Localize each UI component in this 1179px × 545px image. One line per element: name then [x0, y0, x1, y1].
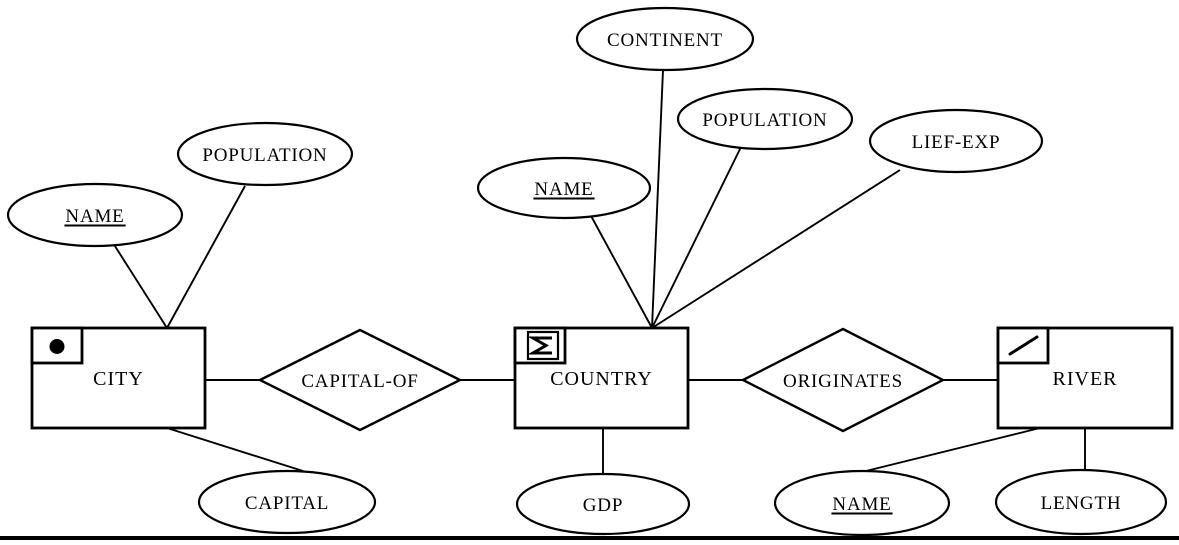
- attribute-label: POPULATION: [702, 110, 827, 131]
- entity-city: CITY: [30, 326, 207, 430]
- attribute-label: GDP: [583, 495, 623, 516]
- edge-city-name-city: [112, 242, 168, 329]
- attribute-label: NAME: [534, 179, 593, 200]
- attribute-ellipse: [515, 472, 691, 536]
- edge-lief-exp-country: [651, 169, 901, 329]
- relationship-originates: ORIGINATES: [740, 327, 946, 433]
- attribute-capital: CAPITAL: [197, 469, 377, 535]
- attribute-ellipse: [6, 182, 184, 248]
- attribute-ellipse: [868, 108, 1044, 174]
- attribute-river-name: NAME: [773, 469, 951, 537]
- attribute-ellipse: [773, 469, 951, 537]
- attribute-ellipse: [476, 156, 652, 220]
- dot-icon: [49, 339, 65, 354]
- attribute-label: CAPITAL: [245, 493, 329, 514]
- attribute-label: LENGTH: [1041, 493, 1122, 514]
- attribute-ellipse: [197, 469, 377, 535]
- entity-country: COUNTRY: [513, 326, 690, 430]
- attribute-label: LIEF-EXP: [912, 132, 1001, 153]
- attribute-ellipse: [676, 87, 854, 151]
- edge-country-population-country: [651, 146, 742, 329]
- attribute-ellipse: [176, 121, 354, 187]
- relationship-diamond: [740, 327, 946, 433]
- bottom-divider-bar: [0, 536, 1179, 540]
- entity-label: RIVER: [1053, 368, 1118, 390]
- attribute-label: CONTINENT: [607, 30, 723, 51]
- slash-icon: [1008, 335, 1039, 356]
- edge-city-population-city: [166, 185, 246, 329]
- attribute-length: LENGTH: [994, 468, 1168, 536]
- edge-capital-city: [166, 427, 304, 472]
- attribute-label: POPULATION: [202, 145, 327, 166]
- edge-river-name-river: [865, 427, 1041, 472]
- attribute-ellipse: [994, 468, 1168, 536]
- attribute-ellipse: [575, 6, 755, 72]
- relationship-diamond: [257, 328, 463, 432]
- attribute-country-name: NAME: [476, 156, 652, 220]
- attribute-continent: CONTINENT: [575, 6, 755, 72]
- entity-river: RIVER: [996, 326, 1174, 430]
- attribute-label: NAME: [65, 206, 124, 227]
- attribute-city-population: POPULATION: [176, 121, 354, 187]
- relationship-label: ORIGINATES: [783, 371, 903, 392]
- attribute-lief-exp: LIEF-EXP: [868, 108, 1044, 174]
- edge-continent-country: [651, 69, 664, 329]
- attribute-country-population: POPULATION: [676, 87, 854, 151]
- edge-country-name-country: [589, 213, 653, 329]
- attribute-label: NAME: [832, 494, 891, 515]
- attribute-city-name: NAME: [6, 182, 184, 248]
- relationship-capital-of: CAPITAL-OF: [257, 328, 463, 432]
- sigma-icon-glyph: [527, 336, 552, 355]
- relationship-label: CAPITAL-OF: [301, 371, 418, 392]
- entity-label: CITY: [93, 368, 144, 390]
- entity-label: COUNTRY: [550, 368, 653, 390]
- attribute-gdp: GDP: [515, 472, 691, 536]
